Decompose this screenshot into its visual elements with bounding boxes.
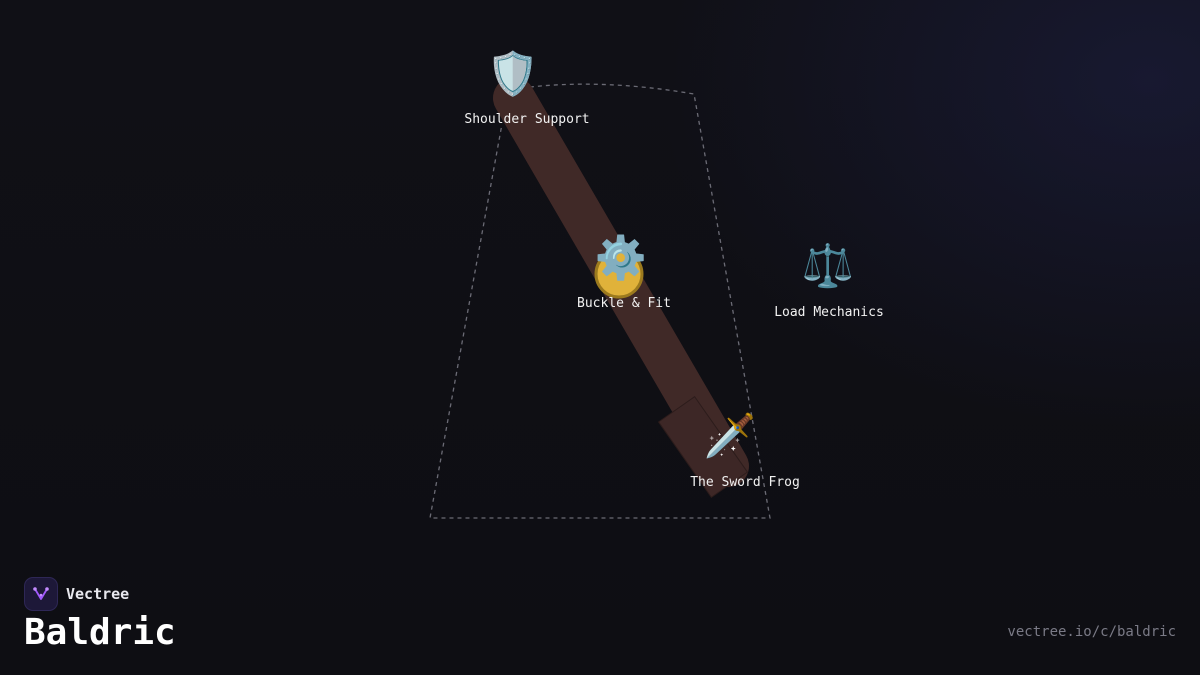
node-label: Load Mechanics <box>774 305 884 320</box>
node-shoulder-support[interactable]: 🛡️ Shoulder Support <box>464 49 589 127</box>
buckle <box>594 249 644 299</box>
shield-icon: 🛡️ <box>487 49 539 98</box>
node-load-mechanics[interactable]: ⚖️ Load Mechanics <box>774 241 884 320</box>
vectree-logo-mark <box>33 587 49 600</box>
node-buckle-fit[interactable]: ⚙️ Buckle & Fit <box>577 233 671 311</box>
torso-outline <box>429 83 771 519</box>
sword-frog-loop <box>657 396 749 498</box>
node-label: The Sword Frog <box>690 475 800 490</box>
vectree-tree-icon <box>24 577 58 611</box>
node-label: Shoulder Support <box>464 112 589 127</box>
dagger-icon: 🗡️ <box>704 411 756 460</box>
gear-icon: ⚙️ <box>595 233 647 282</box>
brand-name: Vectree <box>66 585 130 603</box>
brand: Vectree <box>24 577 129 611</box>
page-url[interactable]: vectree.io/c/baldric <box>1007 624 1176 640</box>
balance-scale-icon: ⚖️ <box>802 241 854 290</box>
node-sword-frog[interactable]: 🗡️ The Sword Frog <box>690 411 800 490</box>
page-title: Baldric <box>24 612 176 653</box>
node-label: Buckle & Fit <box>577 296 671 311</box>
